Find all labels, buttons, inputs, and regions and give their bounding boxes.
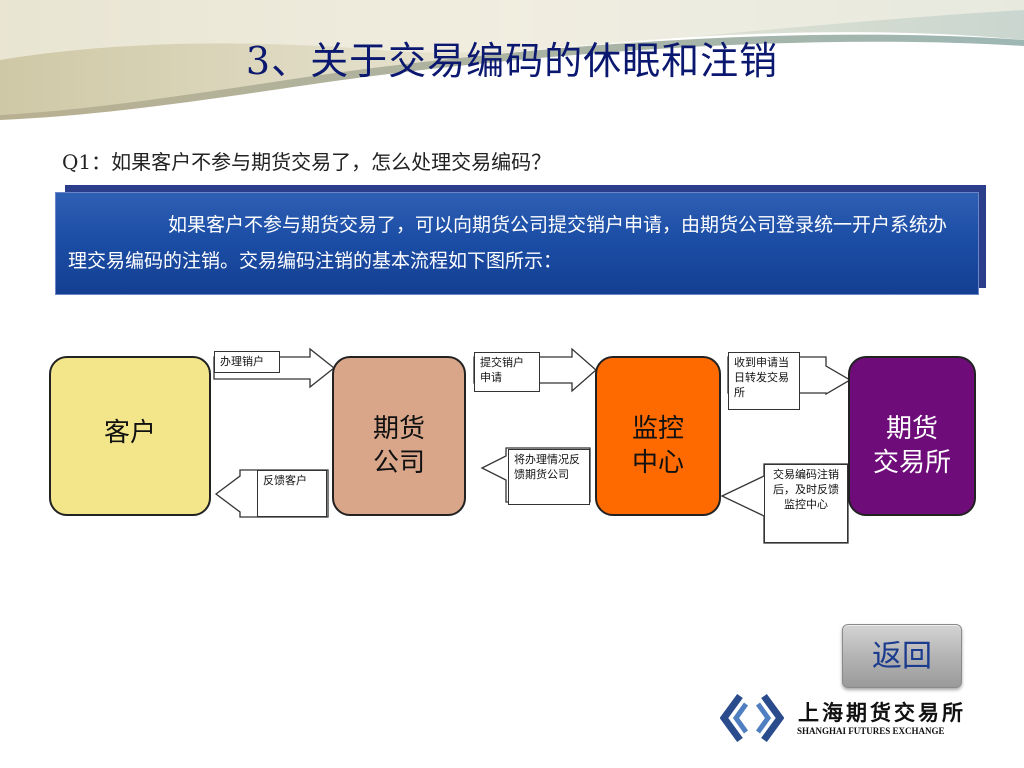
background-swoosh	[0, 0, 1024, 120]
logo-name-en: SHANGHAI FUTURES EXCHANGE	[797, 726, 945, 736]
node-client-label: 客户	[103, 418, 156, 448]
note-close-account: 办理销户	[214, 351, 280, 373]
slide-title: 3、关于交易编码的休眠和注销	[245, 39, 779, 83]
question-text: Q1：如果客户不参与期货交易了，怎么处理交易编码？	[62, 150, 552, 174]
back-button[interactable]: 返回	[842, 624, 962, 688]
sfe-logo-icon	[720, 693, 784, 743]
node-client: 客户	[49, 356, 211, 516]
note-feedback-client: 反馈客户	[257, 470, 327, 517]
node-firm-line1: 期货	[372, 414, 425, 444]
answer-text: 如果客户不参与期货交易了，可以向期货公司提交销户申请，由期货公司登录统一开户系统…	[68, 214, 948, 272]
note-receive-request: 收到申请当日转发交易所	[728, 352, 800, 410]
node-futures-exchange: 期货 交易所	[848, 356, 976, 516]
note-feedback-firm: 将办理情况反馈期货公司	[508, 449, 590, 505]
note-exchange-feedback: 交易编码注销后，及时反馈监控中心	[764, 464, 848, 543]
node-exchange-line2: 交易所	[872, 448, 951, 478]
note-submit-request: 提交销户申请	[474, 352, 540, 392]
node-firm-line2: 公司	[372, 448, 425, 478]
node-exchange-line1: 期货	[885, 414, 938, 444]
logo-name-cn: 上海期货交易所	[798, 700, 966, 725]
node-monitor-line2: 中心	[631, 448, 684, 478]
answer-box: 如果客户不参与期货交易了，可以向期货公司提交销户申请，由期货公司登录统一开户系统…	[55, 192, 979, 295]
node-monitoring-center: 监控 中心	[595, 356, 721, 516]
node-futures-firm: 期货 公司	[332, 356, 466, 516]
node-monitor-line1: 监控	[631, 414, 684, 444]
